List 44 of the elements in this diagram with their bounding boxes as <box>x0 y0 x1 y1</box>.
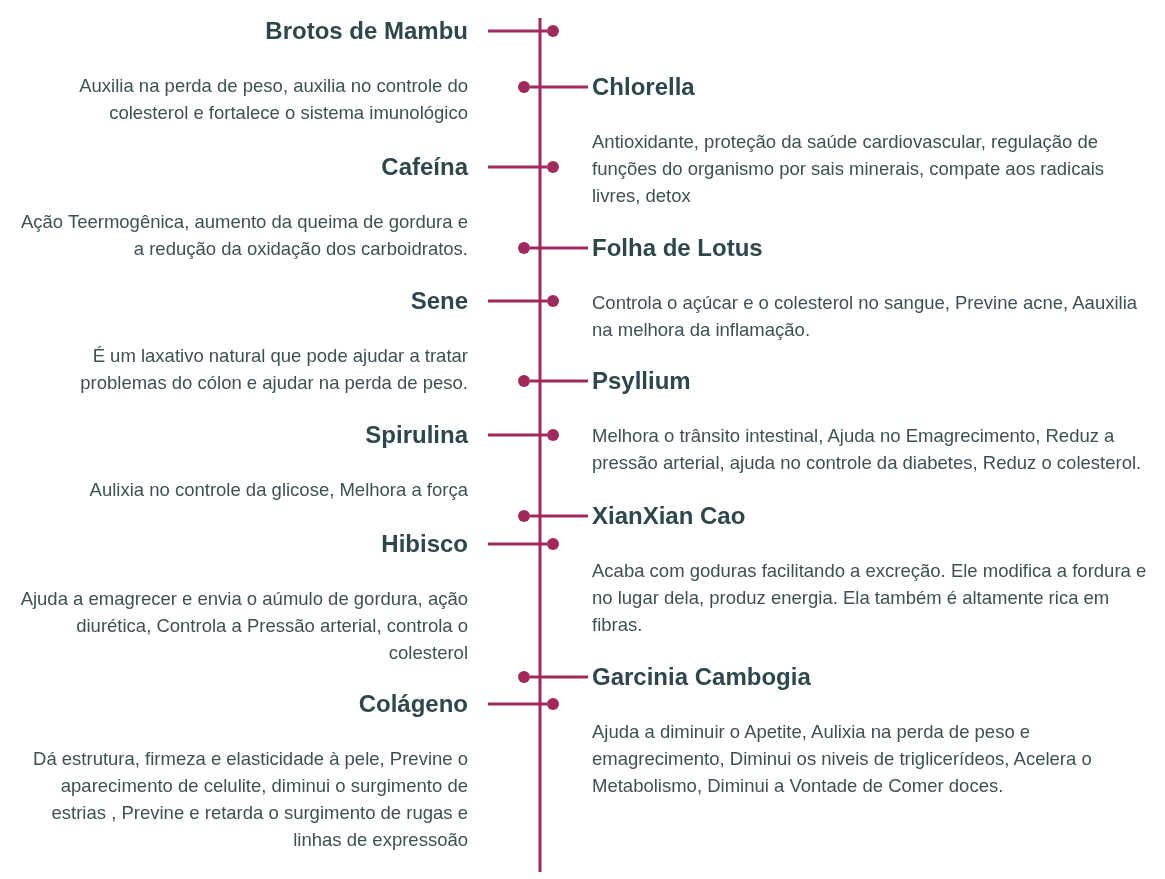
connector-line <box>488 29 547 33</box>
timeline-dot <box>547 429 559 441</box>
timeline-dot <box>518 81 530 93</box>
entry-heading: Folha de Lotus <box>592 233 763 263</box>
entry-description: Aulixia no controle da glicose, Melhora a força <box>89 478 468 502</box>
connector-line <box>488 165 547 169</box>
timeline-dot <box>518 510 530 522</box>
timeline-dot <box>518 671 530 683</box>
entry-description: Dá estrutura, firmeza e elasticidade à pele, Previne o aparecimento de celulite, diminui o surgimento de estrias , Previne e retarda o surgimento de rugas e linhas de expressoão <box>32 747 468 852</box>
entry-heading: Hibisco <box>381 529 468 559</box>
connector-line <box>530 675 588 679</box>
entry-description: Controla o açúcar e o colesterol no sangue, Previne acne, Aauxilia na melhora da inflamação. <box>592 291 1139 342</box>
entry-description: Melhora o trânsito intestinal, Ajuda no Emagrecimento, Reduz a pressão arterial, ajuda no controle da diabetes, Reduz o colesterol. <box>592 424 1143 475</box>
connector-line <box>530 246 588 250</box>
entry-heading: Garcinia Cambogia <box>592 662 811 692</box>
timeline-dot <box>518 375 530 387</box>
timeline-dot <box>547 295 559 307</box>
entry-description: Antioxidante, proteção da saúde cardiovascular, regulação de funções do organismo por sais minerais, compate aos radicais livres, detox <box>592 130 1106 208</box>
entry-heading: XianXian Cao <box>592 501 746 531</box>
timeline-dot <box>518 242 530 254</box>
entry-heading: Sene <box>410 286 468 316</box>
connector-line <box>530 85 588 89</box>
connector-line <box>488 299 547 303</box>
entry-heading: Colágeno <box>358 689 468 719</box>
connector-line <box>488 702 547 706</box>
timeline-dot <box>547 698 559 710</box>
timeline-dot <box>547 161 559 173</box>
entry-heading: Brotos de Mambu <box>265 16 468 46</box>
connector-line <box>488 433 547 437</box>
entry-description: Ajuda a diminuir o Apetite, Aulixia na perda de peso e emagrecimento, Diminui os niveis de triglicerídeos, Acelera o Metabolismo, Diminui a Vontade de Comer doces. <box>592 720 1093 798</box>
entry-heading: Spirulina <box>365 420 468 450</box>
timeline-dot <box>547 25 559 37</box>
entry-description: Auxilia na perda de peso, auxilia no controle do colesterol e fortalece o sistema imunológico <box>78 74 468 125</box>
entry-description: Ação Teermogênica, aumento da queima de gordura e a redução da oxidação dos carboidratos. <box>19 210 468 261</box>
connector-line <box>530 514 588 518</box>
entry-heading: Psyllium <box>592 366 691 396</box>
entry-heading: Chlorella <box>592 72 695 102</box>
entry-heading: Cafeína <box>381 152 468 182</box>
connector-line <box>488 542 547 546</box>
entry-description: É um laxativo natural que pode ajudar a tratar problemas do cólon e ajudar na perda de peso. <box>79 344 468 395</box>
timeline-dot <box>547 538 559 550</box>
entry-description: Ajuda a emagrecer e envia o aúmulo de gordura, ação diurética, Controla a Pressão arterial, controla o colesterol <box>19 587 468 665</box>
connector-line <box>530 379 588 383</box>
entry-description: Acaba com goduras facilitando a excreção. Ele modifica a fordura e no lugar dela, produz energia. Ela também é altamente rica em fibras. <box>592 559 1148 637</box>
